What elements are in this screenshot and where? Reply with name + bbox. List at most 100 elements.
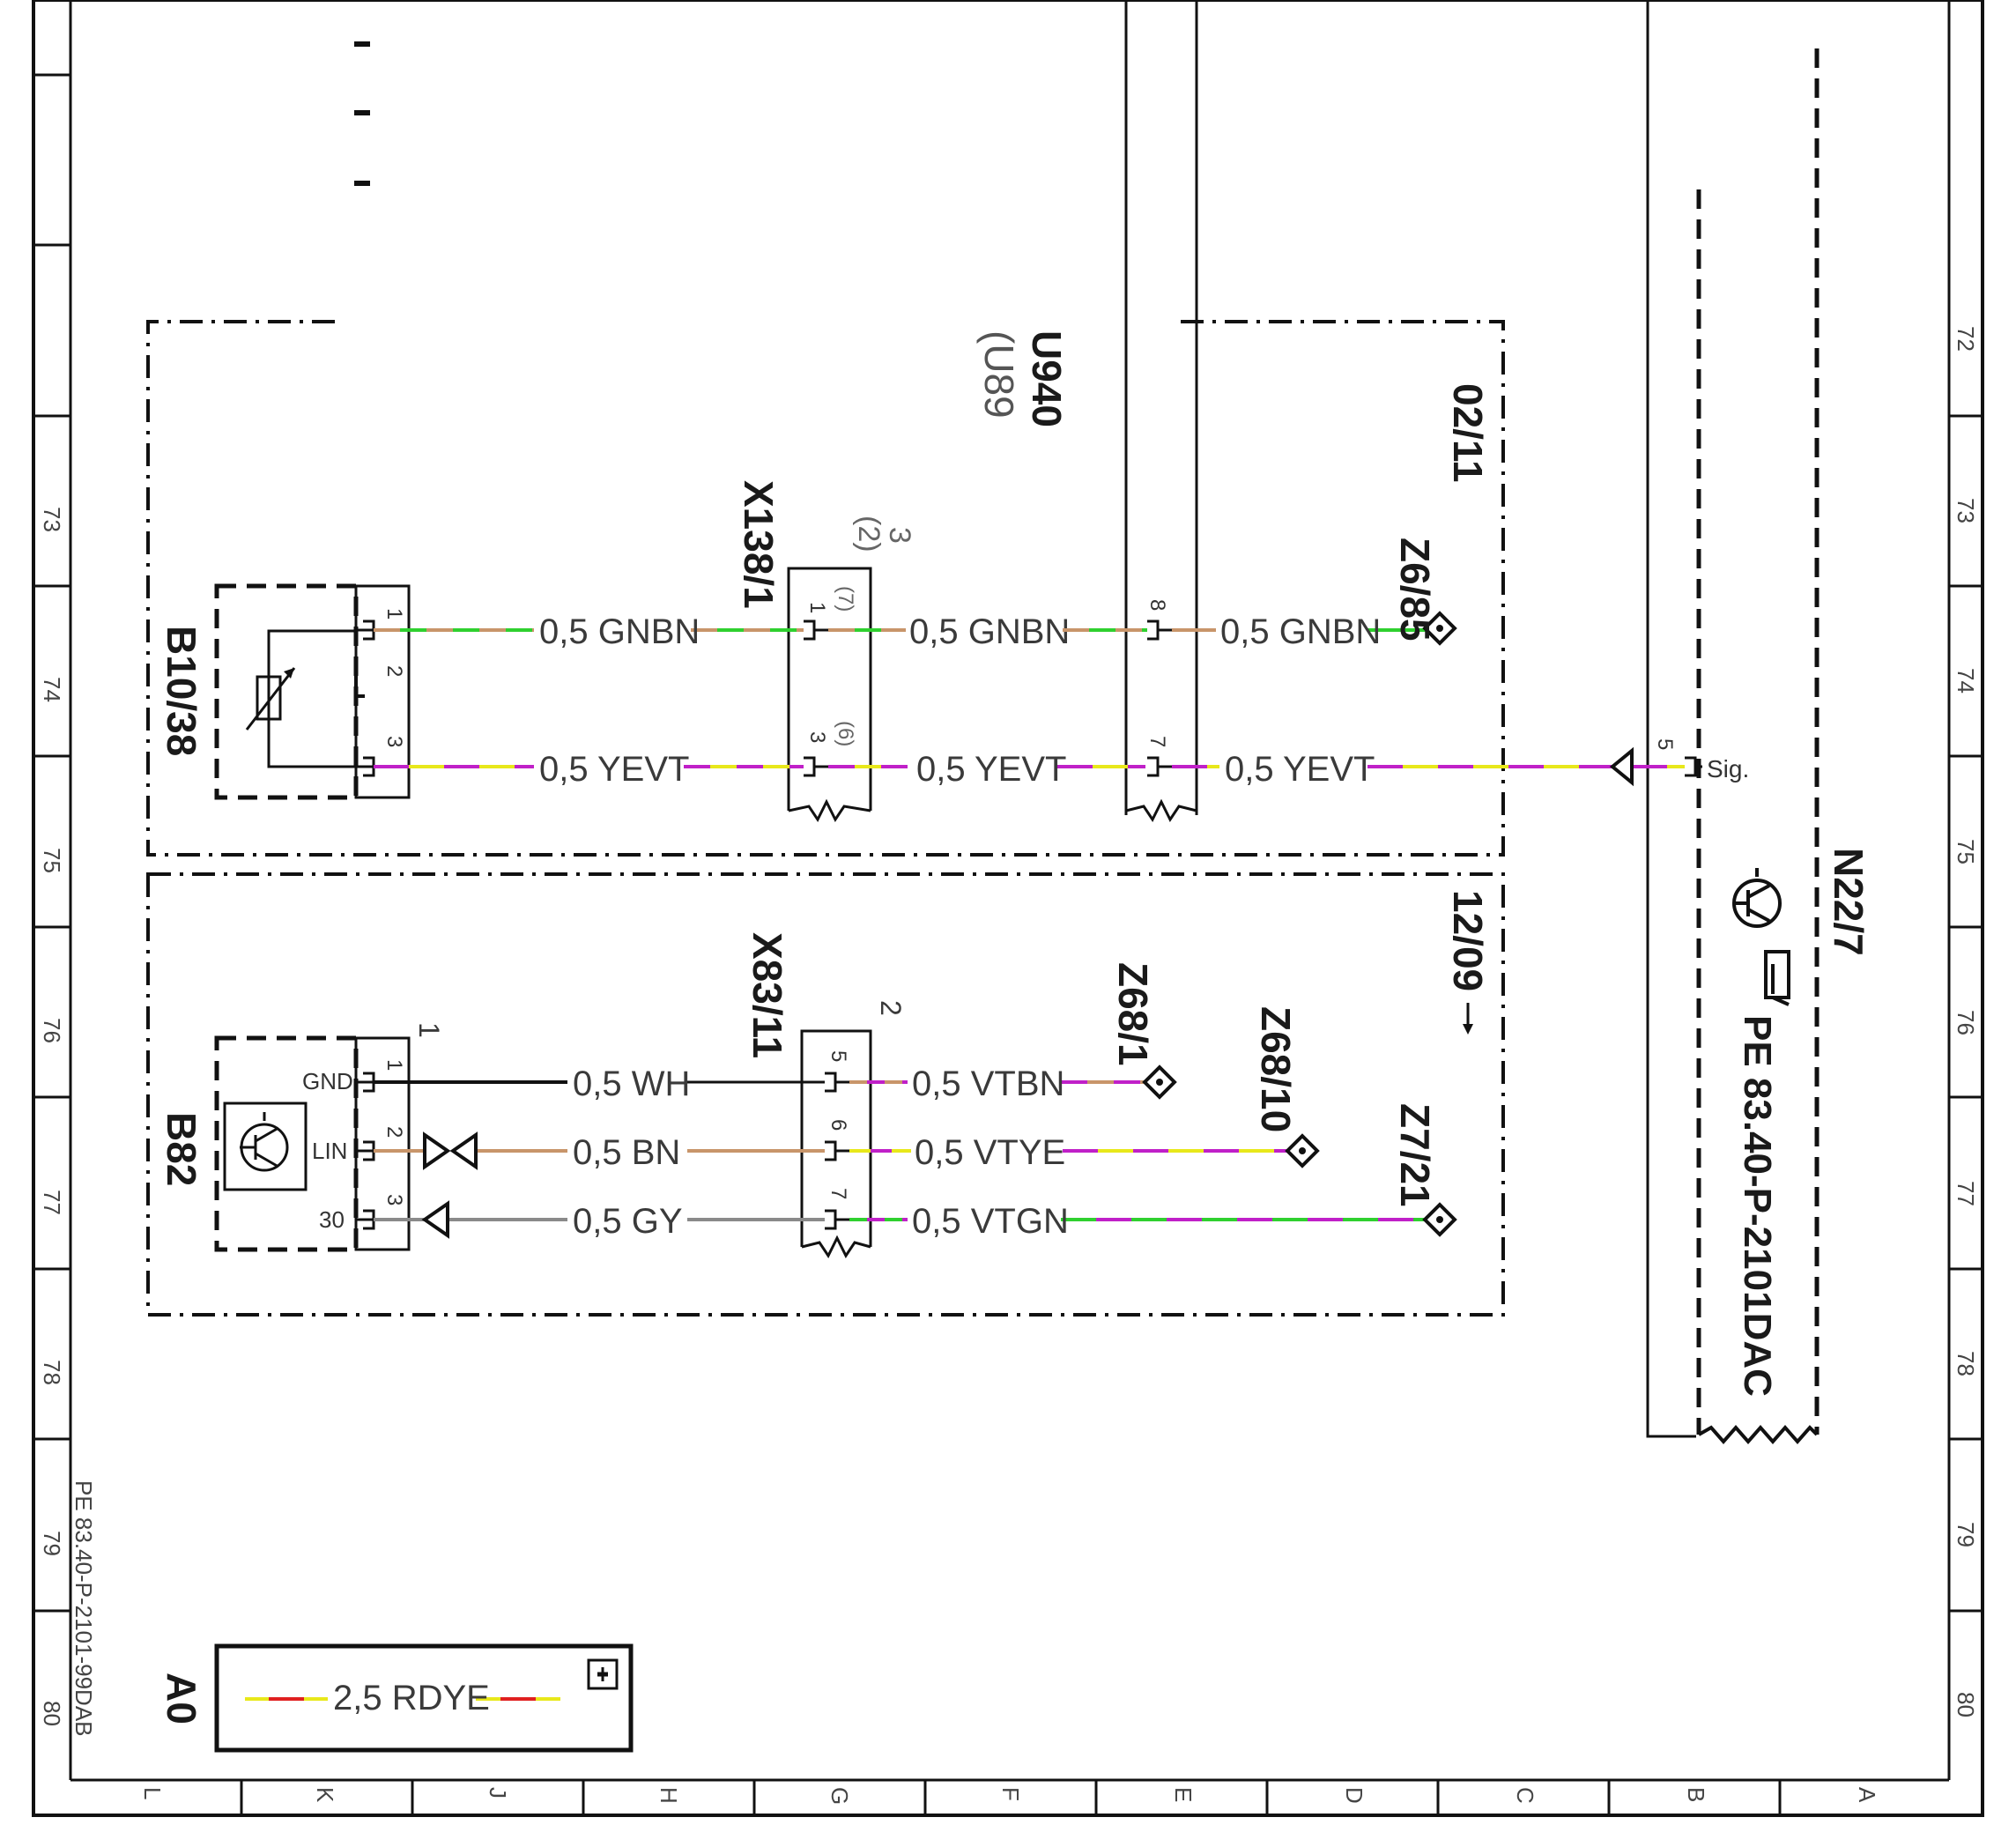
ground-point-z6-85: Z6/85 [1392, 538, 1457, 646]
grid-row-label: 76 [1953, 1010, 1979, 1035]
grid-row-label: 73 [1953, 498, 1979, 523]
grid-row-label: 78 [39, 1360, 65, 1385]
grid-row-labels-left: 73 74 75 76 77 78 79 80 [39, 507, 65, 1726]
harness-splice: 8 7 [1125, 599, 1197, 822]
wire-label: 0,5 WH [573, 1064, 690, 1103]
pin-number: 3 [805, 731, 829, 743]
grid-row-label: 74 [1953, 668, 1979, 694]
arrow-down-icon [1463, 1003, 1473, 1035]
pin-number: 1 [382, 608, 406, 619]
lower-zone-boundary [146, 872, 1505, 1317]
pin-number: 3 [382, 1194, 406, 1205]
wire-label: 0,5 GNBN [909, 612, 1070, 651]
grid-column-label: J [485, 1787, 511, 1799]
upper-zone-boundary [146, 320, 1505, 857]
grid-row-label: 80 [39, 1701, 65, 1726]
grid-column-label: K [312, 1787, 338, 1803]
ground-point-label: Z68/10 [1253, 1006, 1299, 1132]
grid-row-label: 76 [39, 1018, 65, 1043]
upper-zone: 02/11 U940 (U89 B10/38 1 2 3 X138/1 1 (7… [146, 320, 1685, 857]
module-b82: B82 1 GND LIN 30 1 2 3 [159, 1022, 445, 1252]
pin-number: 7 [826, 1188, 850, 1199]
grid-row-label: 80 [1953, 1692, 1979, 1717]
pin-name: LIN [312, 1138, 347, 1164]
wire-runs-lower: 0,5 WH 0,5 BN 0,5 GY 0,5 VTBN 0,5 VTYE 0… [374, 1064, 1427, 1241]
lower-zone-date-code: 12/09 [1445, 890, 1491, 991]
pin-number: 7 [1145, 736, 1169, 747]
transistor-icon [1732, 868, 1782, 928]
wire-label: 0,5 GNBN [1220, 612, 1381, 651]
module-reference: PE 83.40-P-2101DAC [1736, 1015, 1779, 1397]
wire-label: 0,5 BN [573, 1133, 680, 1172]
drawing-frame [32, 0, 1984, 1817]
module-n22-7: N22/7 PE 83.40-P-2101DAC 5 Sig. [1609, 48, 1871, 1445]
pin-number: (7) [834, 586, 857, 612]
grid-column-label: A [1854, 1787, 1880, 1803]
connector-index: (2) [852, 516, 886, 553]
info-icon [597, 1667, 608, 1681]
wire-label: 0,5 YEVT [539, 750, 689, 789]
grid-row-label: 75 [1953, 839, 1979, 864]
module-b82-label: B82 [159, 1112, 204, 1186]
grid-column-label: L [139, 1787, 166, 1799]
grid-row-label: 73 [39, 507, 65, 532]
grid-column-label: C [1512, 1787, 1538, 1804]
wire-label: 0,5 YEVT [916, 750, 1066, 789]
connector-x83-11-label: X83/11 [745, 932, 790, 1058]
ground-point-z7-21: Z7/21 [1392, 1103, 1457, 1237]
pin-number: 1 [805, 602, 829, 613]
wire-label: 0,5 GY [573, 1202, 683, 1241]
connector-x83-11: X83/11 2 5 6 7 [745, 932, 907, 1258]
grid-row-labels-right: 72 73 74 75 76 77 78 79 80 [1953, 326, 1979, 1717]
variant-code: (U89 [976, 330, 1022, 419]
module-n22-7-label: N22/7 [1826, 848, 1871, 956]
pin-number: 3 [382, 736, 406, 747]
ground-point-label: Z6/85 [1392, 538, 1438, 642]
pin-number: 1 [382, 1059, 406, 1071]
pin-number: 2 [382, 665, 406, 677]
transistor-icon [240, 1112, 289, 1172]
plug-symbols [421, 1131, 478, 1239]
component-index: 1 [413, 1022, 445, 1038]
signal-label: Sig. [1707, 755, 1749, 783]
ground-point-z68-10: Z68/10 [1253, 1006, 1320, 1168]
grid-column-label: B [1683, 1787, 1709, 1802]
grid-row-label: 72 [1953, 326, 1979, 352]
grid-column-labels: L K J H G F E D C B A [139, 1787, 1880, 1805]
plug-symbol [1609, 746, 1634, 787]
pin-number: 2 [382, 1126, 406, 1138]
ground-point-z68-1: Z68/1 [1110, 962, 1177, 1100]
lower-zone: 12/09 B82 1 GND LIN 30 1 2 3 [146, 872, 1505, 1317]
pin-number: 5 [826, 1050, 850, 1062]
grid-row-label: 77 [1953, 1181, 1979, 1206]
ground-point-label: Z68/1 [1110, 962, 1156, 1066]
sensor-b10-38-label: B10/38 [159, 626, 204, 756]
legend-box: A0 2,5 RDYE [159, 1643, 634, 1753]
wire-run-yevt: 0,5 YEVT 0,5 YEVT 0,5 YEVT [374, 628, 1685, 789]
wire-label: 0,5 VTBN [912, 1064, 1064, 1103]
connector-x138-1: X138/1 1 (7) 3 (6) 3 (2) [736, 480, 916, 822]
pin-number: 8 [1145, 599, 1169, 611]
connector-x138-1-label: X138/1 [736, 480, 782, 609]
grid-row-label: 75 [39, 848, 65, 873]
ground-point-label: Z7/21 [1392, 1103, 1438, 1207]
grid-row-label: 74 [39, 677, 65, 702]
wire-label: 0,5 YEVT [1225, 750, 1375, 789]
legend-wire-label: 2,5 RDYE [333, 1679, 490, 1717]
legend-title: A0 [159, 1673, 204, 1725]
grid-column-label: D [1341, 1787, 1367, 1804]
grid-column-label: F [997, 1787, 1024, 1801]
connector-index: 2 [875, 1000, 907, 1016]
pin-number: 5 [1653, 738, 1677, 750]
pin-number: 6 [826, 1119, 850, 1131]
document-reference: PE 83.40-P-2101-99DAB [70, 1480, 97, 1737]
wire-run-gnbn: 0,5 GNBN 0,5 GNBN 0,5 GNBN [374, 612, 1426, 651]
grid-row-label: 79 [1953, 1522, 1979, 1547]
wire-label: 0,5 GNBN [539, 612, 700, 651]
upper-zone-date-code: 02/11 [1445, 383, 1491, 483]
grid-column-label: E [1170, 1787, 1197, 1802]
grid-row-label: 78 [1953, 1351, 1979, 1376]
grid-column-label: H [656, 1787, 682, 1804]
grid-column-label: G [826, 1787, 853, 1805]
